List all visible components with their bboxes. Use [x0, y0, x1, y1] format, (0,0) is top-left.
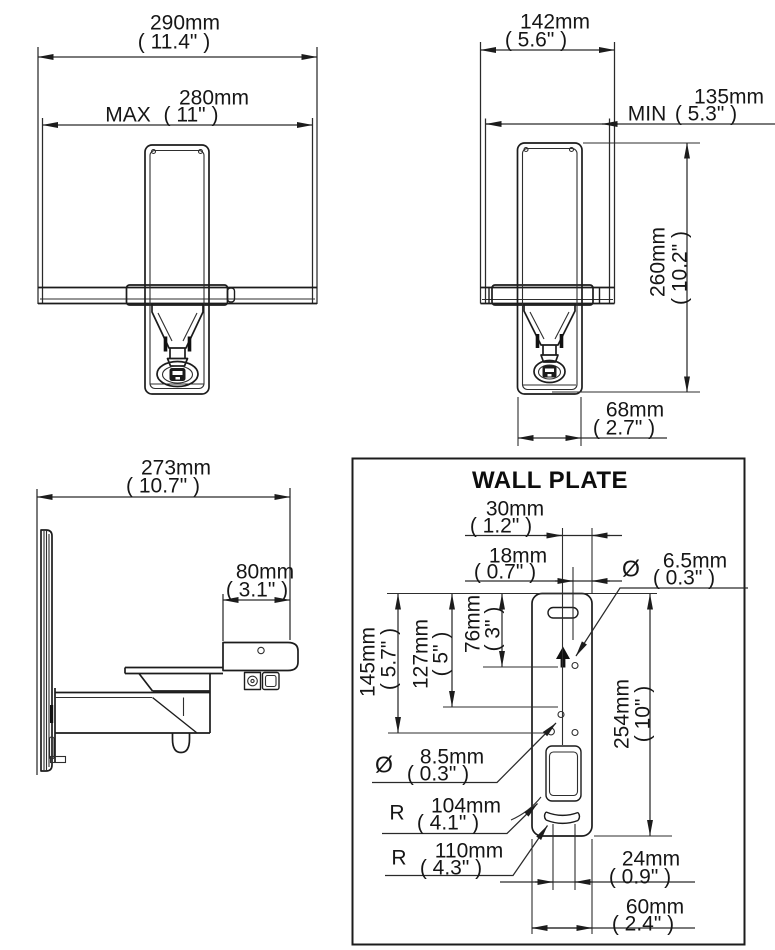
dim-76mm-inches: ( 3" ) [481, 606, 505, 652]
front-view-arms-extended [37, 47, 318, 395]
dim-145mm-inches: ( 5.7" ) [377, 627, 401, 691]
wall-plate-panel [351, 457, 748, 946]
dim-127mm-value: 127mm [409, 618, 433, 690]
dim-24mm-inches: ( 0.9" ) [608, 865, 672, 889]
dim-60mm-inches: ( 2.4" ) [611, 912, 675, 936]
front-view-arms-retracted [479, 42, 775, 446]
dim-135mm-value: 135mm [693, 85, 765, 109]
dim-290mm-value: 290mm [149, 11, 221, 35]
dim-68mm-inches: ( 2.7" ) [592, 416, 656, 440]
dim-18mm-inches: ( 0.7" ) [473, 560, 537, 584]
dim-260mm-inches: ( 10.2" ) [668, 231, 692, 305]
dim-r104-radius-prefix: R [389, 801, 405, 825]
dim-127mm-inches: ( 5" ) [429, 631, 453, 677]
dim-r110-value: 110mm [434, 839, 504, 863]
dim-30mm-value: 30mm [485, 497, 545, 521]
dim-24mm-value: 24mm [621, 847, 681, 871]
dim-6-5mm-inches: ( 0.3" ) [652, 566, 716, 590]
dim-142mm-inches: ( 5.6" ) [504, 28, 568, 52]
dim-18mm-value: 18mm [488, 544, 548, 568]
dim-135mm-min-prefix: MIN [627, 102, 667, 126]
dim-135mm-inches: ( 5.3" ) [674, 102, 738, 126]
dim-273mm-inches: ( 10.7" ) [126, 474, 200, 498]
dim-142mm-value: 142mm [519, 10, 591, 34]
dim-8-5mm-diameter-symbol: Ø [375, 751, 393, 778]
dim-76mm-value: 76mm [461, 594, 485, 654]
dim-260mm-value: 260mm [646, 226, 670, 298]
dim-273mm-value: 273mm [140, 456, 212, 480]
dim-145mm-value: 145mm [356, 626, 380, 698]
dim-280mm-inches: ( 11" ) [163, 103, 219, 127]
dim-290mm-inches: ( 11.4" ) [137, 30, 211, 54]
dim-30mm-inches: ( 1.2" ) [469, 514, 533, 538]
side-view [36, 488, 299, 775]
dim-80mm-inches: ( 3.1" ) [225, 578, 289, 602]
dim-8-5mm-value: 8.5mm [419, 745, 485, 769]
dim-254mm-value: 254mm [610, 678, 634, 750]
dim-r104-inches: ( 4.1" ) [416, 811, 480, 835]
dim-r104-value: 104mm [430, 794, 502, 818]
dim-280mm-max-prefix: MAX [105, 103, 151, 127]
dim-6-5mm-diameter-symbol: Ø [622, 555, 640, 582]
dim-8-5mm-inches: ( 0.3" ) [406, 762, 470, 786]
dim-r110-radius-prefix: R [391, 846, 407, 870]
dim-80mm-value: 80mm [235, 560, 295, 584]
dim-6-5mm-value: 6.5mm [662, 549, 728, 573]
dim-280mm-value: 280mm [178, 86, 250, 110]
dim-60mm-value: 60mm [625, 895, 685, 919]
dim-r110-inches: ( 4.3" ) [419, 856, 483, 880]
wall-plate-title: WALL PLATE [471, 467, 629, 494]
dim-68mm-value: 68mm [605, 398, 665, 422]
dim-254mm-inches: ( 10" ) [631, 685, 655, 743]
